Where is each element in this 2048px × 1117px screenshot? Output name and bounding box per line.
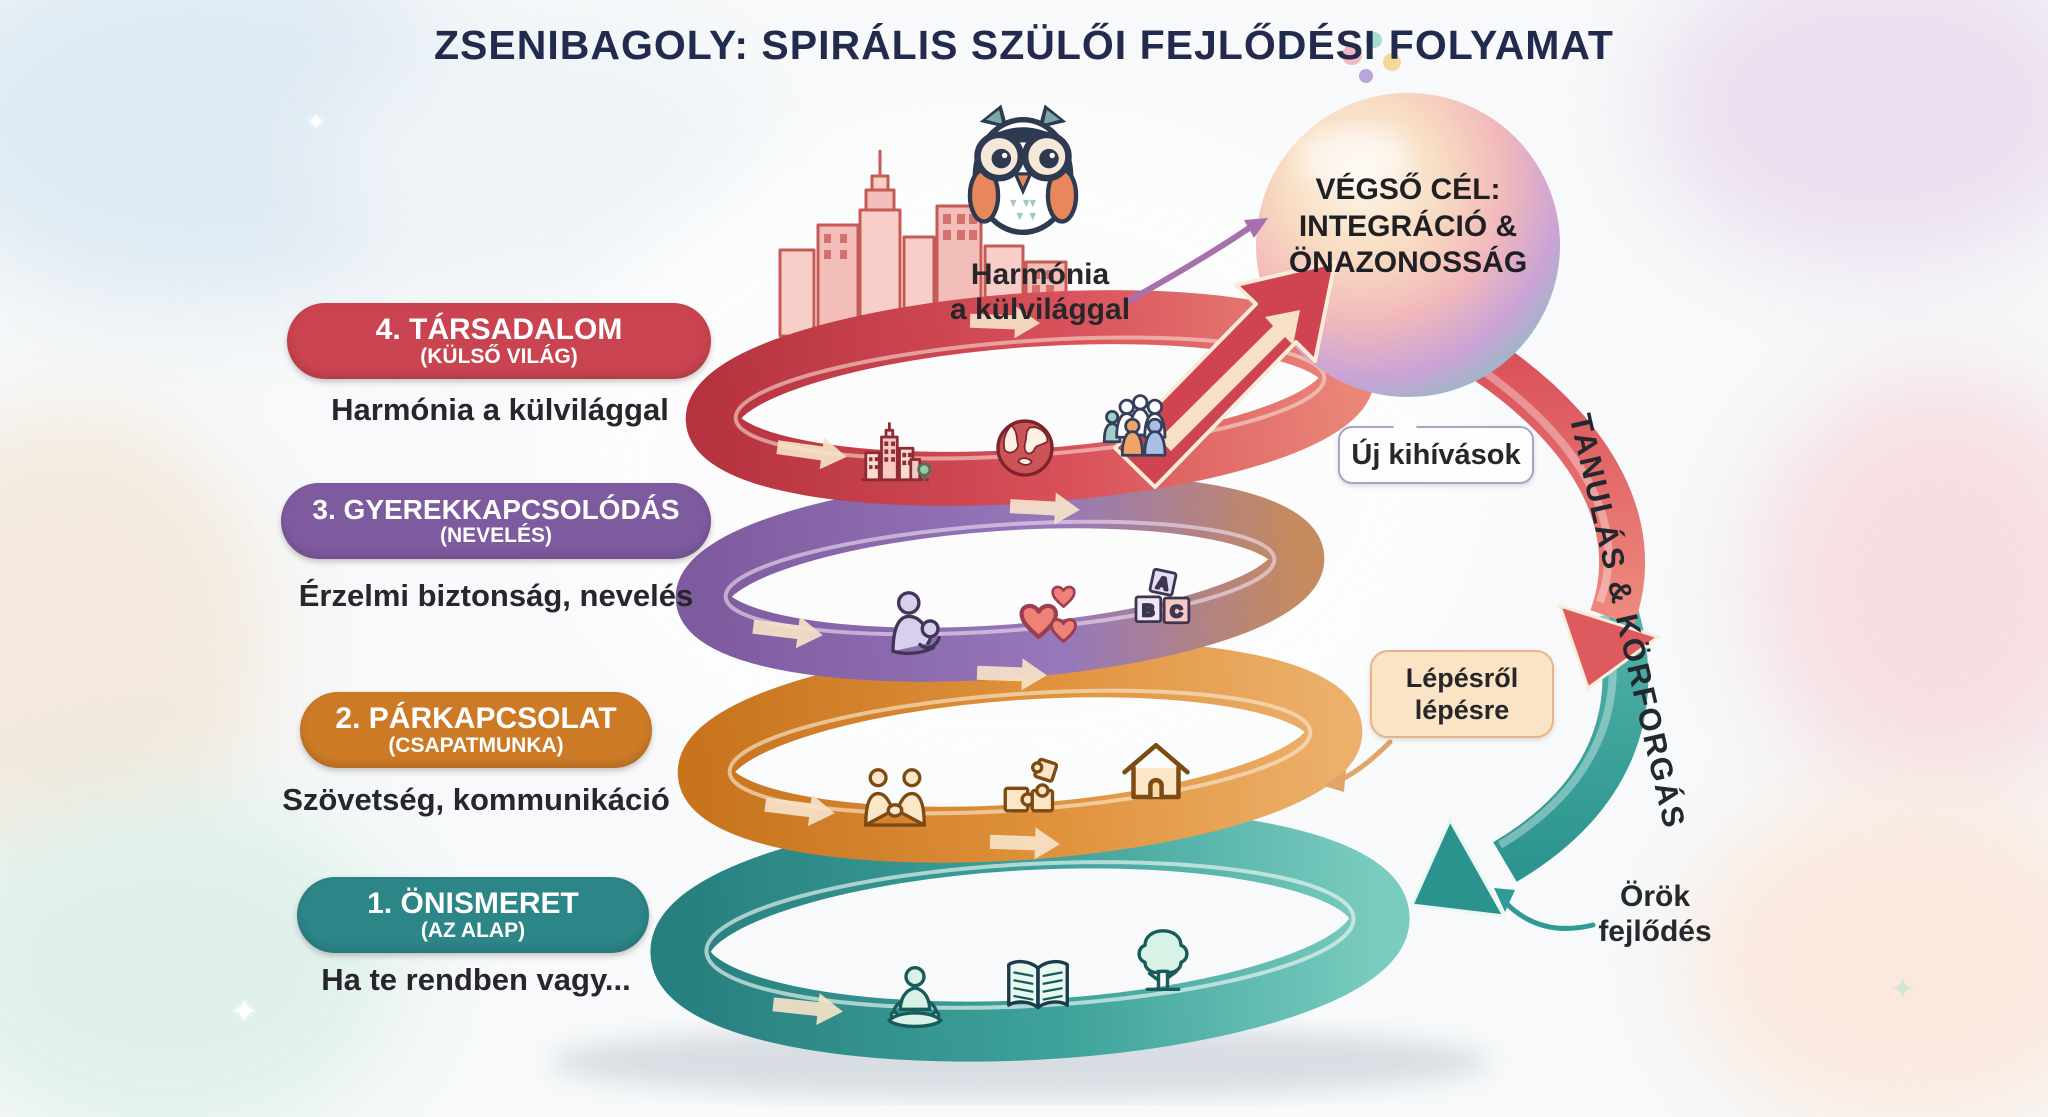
step-line: Lépésről xyxy=(1405,662,1519,693)
stage-label: 2. PÁRKAPCSOLAT xyxy=(335,701,617,735)
bg-cloud xyxy=(0,790,400,1117)
city-icon xyxy=(859,419,932,491)
stage-sublabel: (AZ ALAP) xyxy=(420,919,526,943)
stage-desc: Szövetség, kommunikáció xyxy=(282,782,670,817)
bg-cloud xyxy=(1750,370,2048,800)
eternal-growth-note: Örök fejlődés xyxy=(1565,880,1745,949)
stage-label: 3. GYEREKKAPCSOLÓDÁS xyxy=(312,493,680,525)
tree-icon xyxy=(1127,924,1199,996)
new-challenges-bubble: Új kihívások xyxy=(1338,413,1534,484)
confetti-dots xyxy=(1342,32,1401,83)
teal-return-arrowhead xyxy=(1409,816,1507,918)
page-title: ZSENIBAGOLY: SPIRÁLIS SZÜLŐI FEJLŐDÉSI F… xyxy=(434,22,1614,68)
goal-sphere xyxy=(1256,93,1560,397)
stage-pill-tarsadalom: 4. TÁRSADALOM (KÜLSŐ VILÁG) xyxy=(287,303,711,379)
harmony-line: a külvilággal xyxy=(949,292,1131,326)
stage-label: 4. TÁRSADALOM xyxy=(375,312,623,346)
stage-sublabel: (CSAPATMUNKA) xyxy=(388,734,564,758)
stage-desc: Ha te rendben vagy... xyxy=(321,962,631,997)
sparkle-icon: ✦ xyxy=(306,109,327,136)
stage-sublabel: (KÜLSŐ VILÁG) xyxy=(420,345,578,369)
step-line: lépésre xyxy=(1414,695,1510,725)
block-letter-a: A xyxy=(1155,573,1171,594)
puzzle-icon xyxy=(994,750,1066,822)
stage-pill-gyerekkapcsolodas: 3. GYEREKKAPCSOLÓDÁS (NEVELÉS) xyxy=(281,483,711,559)
book-icon xyxy=(1002,950,1074,1022)
stage-desc: Harmónia a külvilággal xyxy=(331,392,669,427)
partners-icon xyxy=(859,762,931,834)
red-arrow-to-goal xyxy=(1113,260,1337,489)
house-icon xyxy=(1120,734,1192,806)
parent-baby-icon xyxy=(884,586,956,658)
harmony-line: Harmónia xyxy=(970,258,1110,291)
goal-line: INTEGRÁCIÓ & xyxy=(1298,209,1518,243)
eternal-line: fejlődés xyxy=(1598,914,1712,948)
spiral-loop-purple xyxy=(675,474,1325,682)
goal-line: ÖNAZONOSSÁG xyxy=(1288,246,1528,280)
abc-blocks-icon: A B C xyxy=(1127,562,1199,634)
step-by-step-bubble: Lépésről lépésre xyxy=(1370,650,1554,738)
new-challenges-label: Új kihívások xyxy=(1351,438,1521,471)
stage-pill-parkapcsolat: 2. PÁRKAPCSOLAT (CSAPATMUNKA) xyxy=(300,692,652,768)
stage-sublabel: (NEVELÉS) xyxy=(439,524,552,548)
meditation-icon xyxy=(879,962,951,1034)
bg-cloud xyxy=(1690,790,2048,1117)
eternal-line: Örök xyxy=(1619,880,1691,913)
people-group-icon xyxy=(1102,390,1174,462)
circulation-red-band xyxy=(1450,325,1662,691)
stage-desc: Érzelmi biztonság, nevelés xyxy=(298,578,694,613)
block-letter-b: B xyxy=(1142,601,1154,620)
stage-pill-onismeret: 1. ÖNISMERET (AZ ALAP) xyxy=(297,877,649,953)
owl-icon xyxy=(958,98,1088,236)
stage-label: 1. ÖNISMERET xyxy=(367,886,579,920)
harmony-note: Harmónia a külvilággal xyxy=(915,258,1165,327)
mini-connector-arrows xyxy=(1127,218,1596,931)
sparkle-icon: ✦ xyxy=(1890,973,1916,1006)
goal-sphere-label: VÉGSŐ CÉL: INTEGRÁCIÓ & ÖNAZONOSSÁG xyxy=(1268,172,1548,282)
block-letter-c: C xyxy=(1170,602,1182,621)
globe-icon xyxy=(989,412,1061,484)
red-down-arrowhead xyxy=(1557,603,1662,691)
goal-line: VÉGSŐ CÉL: xyxy=(1315,173,1501,206)
sparkle-icon: ✦ xyxy=(230,993,259,1031)
hearts-icon xyxy=(1014,579,1086,651)
